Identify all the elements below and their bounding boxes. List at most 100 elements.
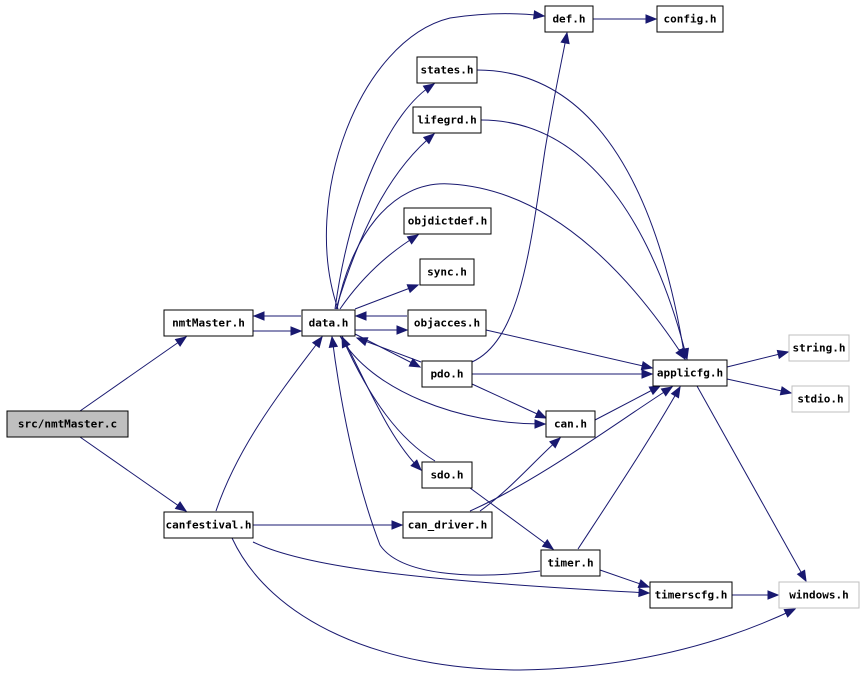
edge-arrowhead [549,437,562,449]
node-label: canfestival.h [165,519,251,532]
node-states-h[interactable]: states.h [416,56,478,84]
edge-line [594,385,661,421]
edge-nmtmaster_c-to-nmtmaster_h [79,336,188,412]
edge-arrowhead [796,569,807,583]
edge-pdo_h-to-can_h [471,383,548,419]
edge-timer_h-to-applicfg_h [577,385,681,550]
node-label: stdio.h [797,393,843,406]
edge-arrowhead [174,501,188,512]
edge-arrowhead [534,419,547,429]
edge-line [334,83,435,310]
edges-layer [79,10,807,671]
edge-arrowhead [660,386,674,397]
edge-line [339,335,546,425]
node-config-h[interactable]: config.h [656,5,724,33]
node-label: nmtMaster.h [172,317,245,330]
node-canfestival-h[interactable]: canfestival.h [163,511,254,539]
edge-arrowhead [408,358,422,368]
edge-arrowhead [422,133,436,145]
edge-arrowhead [679,347,690,361]
node-objdictdef-h[interactable]: objdictdef.h [403,207,492,235]
edge-line [79,336,187,412]
edge-canfestival_h-to-can_driver_h [253,520,404,530]
edge-def_h-to-config_h [593,14,658,24]
node-sdo-h[interactable]: sdo.h [421,461,473,489]
edge-line [341,336,436,462]
edge-line [471,383,547,419]
edge-line [726,378,792,394]
edge-arrowhead [637,579,651,589]
edge-arrowhead [311,335,323,349]
edge-arrowhead [174,336,188,347]
node-label: windows.h [789,589,849,602]
edge-can_h-to-applicfg_h [594,385,662,421]
node-label: can_driver.h [408,519,487,532]
edge-can_driver_h-to-applicfg_h [469,386,674,512]
node-timerscfg-h[interactable]: timerscfg.h [649,581,733,609]
edge-objacces_h-to-data_h [354,311,407,321]
edge-line [341,335,422,471]
node-label: lifegrd.h [417,114,477,127]
node-label: string.h [793,342,846,355]
edge-arrowhead [396,325,409,335]
edge-line [79,436,187,512]
edge-timer_h-to-timerscfg_h [599,569,651,589]
edge-nmtmaster_h-to-data_h [253,326,303,336]
node-string-h[interactable]: string.h [788,334,850,362]
node-def-h[interactable]: def.h [544,5,594,33]
edge-line [215,336,323,512]
node-label: applicfg.h [657,367,723,380]
edge-line [479,437,561,512]
edge-arrowhead [648,385,662,396]
edge-arrowhead [541,538,555,550]
edge-arrowhead [328,335,339,349]
edge-arrowhead [410,459,422,471]
node-nmtmaster-h[interactable]: nmtMaster.h [163,309,254,337]
edge-arrowhead [354,311,367,321]
edge-arrowhead [341,335,351,349]
edge-arrowhead [670,385,681,399]
edge-states_h-to-applicfg_h [476,69,689,361]
edge-pdo_h-to-applicfg_h [472,369,654,379]
edge-line [339,234,419,310]
node-windows-h[interactable]: windows.h [778,581,860,609]
edge-arrowhead [406,284,420,294]
edge-line [231,537,796,671]
node-label: pdo.h [430,368,463,381]
node-data-h[interactable]: data.h [301,309,356,337]
edge-canfestival_h-to-timerscfg_h [252,541,651,598]
node-can-driver-h[interactable]: can_driver.h [402,511,493,539]
edge-arrowhead [290,326,303,336]
node-lifegrd-h[interactable]: lifegrd.h [412,106,482,134]
node-stdio-h[interactable]: stdio.h [791,385,850,413]
node-nmtmaster-c[interactable]: src/nmtMaster.c [6,410,129,438]
edge-sdo_h-to-timer_h [469,487,555,550]
edge-sdo_h-to-data_h [341,335,436,462]
edge-arrowhead [776,349,790,360]
edge-arrowhead [533,10,546,20]
edge-line [469,487,554,550]
edge-arrowhead [560,31,570,45]
edge-arrowhead [252,311,265,321]
node-sync-h[interactable]: sync.h [419,258,475,286]
node-label: can.h [554,418,587,431]
edge-data_h-to-can_h [339,335,547,429]
node-label: sync.h [427,266,467,279]
edge-line [336,183,686,360]
nodes-layer: src/nmtMaster.c nmtMaster.h data.h canfe… [6,5,860,609]
node-objacces-h[interactable]: objacces.h [407,309,487,337]
edge-arrowhead [779,386,793,396]
node-timer-h[interactable]: timer.h [540,549,601,577]
node-can-h[interactable]: can.h [545,410,596,438]
edge-arrowhead [406,234,420,245]
edge-arrowhead [391,520,404,530]
edge-applicfg_h-to-string_h [726,349,790,368]
node-pdo-h[interactable]: pdo.h [421,360,473,388]
node-applicfg-h[interactable]: applicfg.h [652,359,728,387]
edge-line [696,385,807,582]
edge-can_driver_h-to-can_h [479,437,562,512]
edge-line [335,133,435,310]
edge-data_h-to-states_h [334,83,436,310]
edge-line [476,69,686,360]
